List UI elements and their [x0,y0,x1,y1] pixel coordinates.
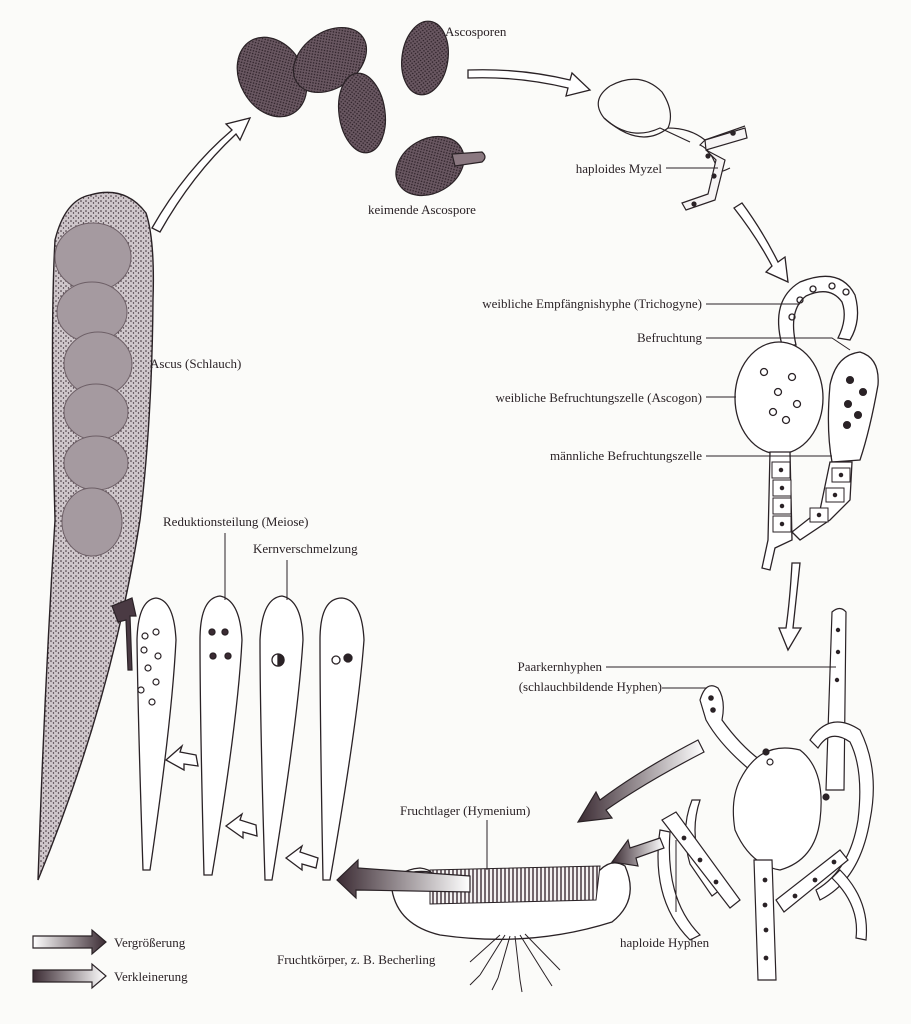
legend-arrows [32,928,107,990]
ascospores [236,20,486,197]
legend-enlarge-label: Vergrößerung [114,935,186,950]
legend-reduce-label: Verkleinerung [114,969,188,984]
label-schlauchbildende-hyphen: (schlauchbildende Hyphen) [518,679,662,694]
label-reduktionsteilung: Reduktionsteilung (Meiose) [163,514,309,529]
label-haploides-myzel: haploides Myzel [575,161,662,176]
ascus [37,191,155,881]
label-keimende-ascospore: keimende Ascospore [368,202,476,217]
shaded-arrows [111,597,705,900]
fertilisation-stage [734,275,879,571]
label-paarkernhyphen: Paarkernhyphen [517,659,602,674]
label-fruchtkoerper: Fruchtkörper, z. B. Becherling [277,952,436,967]
label-ascosporen: Ascosporen [445,24,507,39]
label-befruchtung: Befruchtung [637,330,702,345]
label-trichogyne: weibliche Empfängnishyphe (Trichogyne) [482,296,702,311]
label-maennliche-zelle: männliche Befruchtungszelle [550,448,702,463]
label-ascogon: weibliche Befruchtungszelle (Ascogon) [495,390,702,405]
label-haploide-hyphen: haploide Hyphen [620,935,710,950]
leader-lines [224,167,851,912]
haploid-mycel [597,78,748,211]
label-kernverschmelzung: Kernverschmelzung [253,541,358,556]
label-ascus: Ascus (Schlauch) [150,356,242,371]
label-fruchtlager: Fruchtlager (Hymenium) [400,803,531,818]
young-asci [136,595,365,881]
cycle-arrows [151,69,803,652]
dikaryotic-hyphae [657,607,874,981]
